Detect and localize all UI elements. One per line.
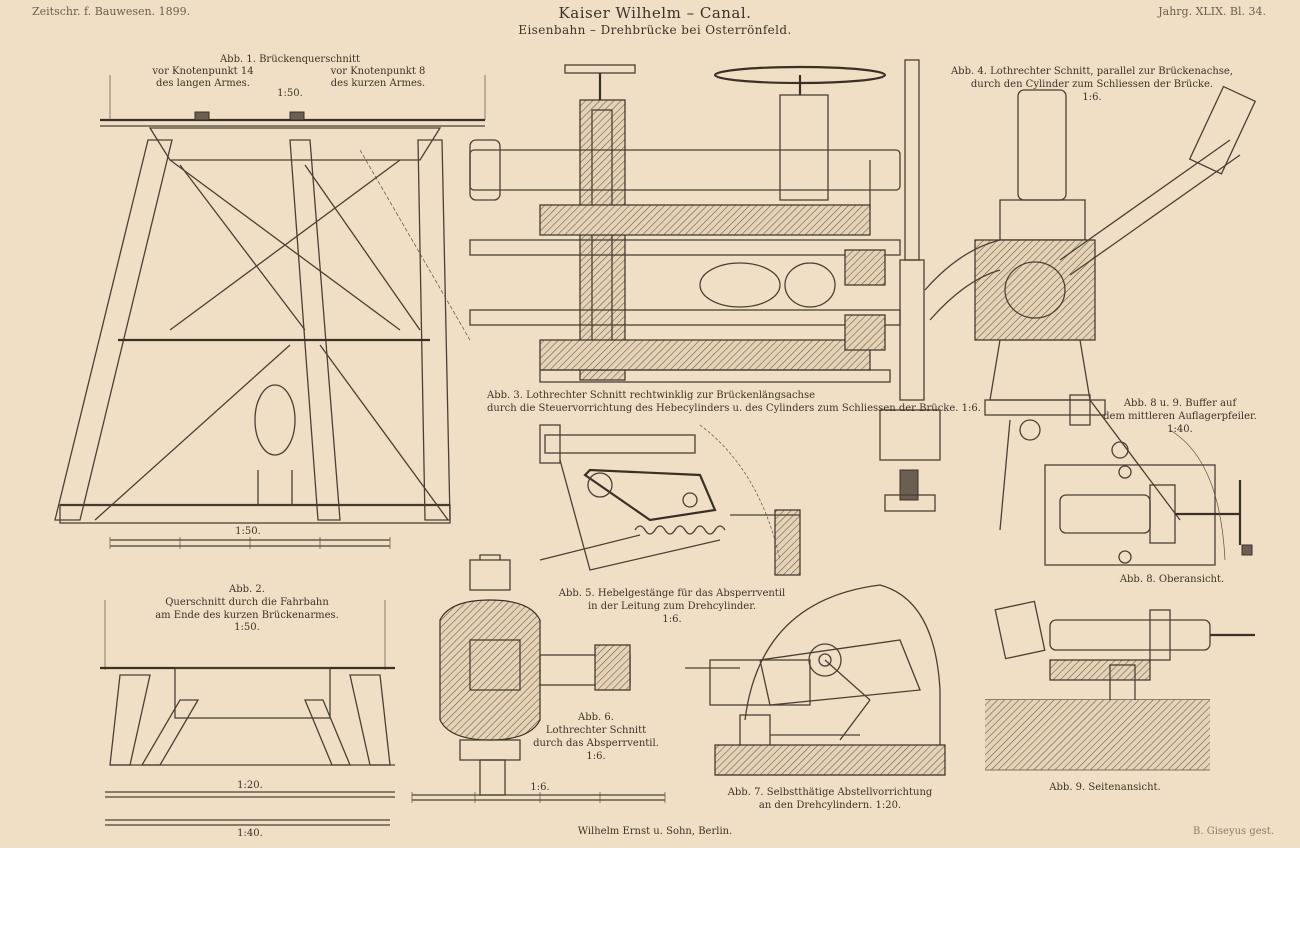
abb3-control-valve-drawing: [469, 59, 941, 512]
abb7-caption-2: an den Drehcylindern. 1:20.: [758, 800, 902, 811]
abb3-caption-2: durch die Steuervorrichtung des Hebecyli…: [487, 403, 981, 414]
abb9-buffer-side-drawing: [985, 600, 1255, 771]
abb4-scale: 1:6.: [1082, 92, 1102, 103]
abb2-scale: 1:50.: [234, 622, 260, 633]
abb1-left-caption-2: des langen Armes.: [156, 78, 250, 89]
sheet-title: Kaiser Wilhelm – Canal.: [558, 4, 752, 22]
abb2-title: Abb. 2.: [229, 584, 265, 595]
abb3-caption-1: Abb. 3. Lothrechter Schnitt rechtwinklig…: [487, 390, 816, 401]
abb7-cutoff-device-drawing: [685, 584, 946, 776]
abb6-caption-3: durch das Absperrventil.: [533, 738, 659, 749]
abb5-caption-2: in der Leitung zum Drehcylinder.: [587, 601, 757, 612]
abb1-scale-bottom: 1:50.: [235, 526, 261, 537]
abb89-caption-1: Abb. 8 u. 9. Buffer auf: [1123, 398, 1237, 409]
abb1-trestle-drawing: [54, 75, 486, 549]
abb4-caption-2: durch den Cylinder zum Schliessen der Br…: [970, 79, 1214, 90]
abb6-shutoff-valve-drawing: [439, 554, 631, 796]
abb7-caption-1: Abb. 7. Selbstthätige Abstellvorrichtung: [727, 787, 933, 798]
publisher-imprint: Wilhelm Ernst u. Sohn, Berlin.: [577, 826, 733, 837]
technical-drawing: [54, 59, 1257, 826]
abb5-caption-1: Abb. 5. Hebelgestänge für das Absperrven…: [558, 588, 786, 599]
abb6-scale: 1:6.: [586, 751, 606, 762]
abb2-roadway-drawing: [100, 600, 395, 826]
abb6-caption-1: Abb. 6.: [578, 712, 614, 723]
stock-footer-bar: [0, 848, 1300, 934]
scale-mid: 1:6.: [530, 782, 550, 793]
abb5-scale: 1:6.: [662, 614, 682, 625]
scale-1-40: 1:40.: [237, 828, 263, 839]
abb5-lever-linkage-drawing: [539, 424, 801, 576]
abb1-scale-top: 1:50.: [277, 88, 303, 99]
abb2-caption-2: am Ende des kurzen Brückenarmes.: [155, 610, 339, 621]
abb1-title: Abb. 1. Brückenquerschnitt: [219, 54, 361, 65]
abb1-right-caption-2: des kurzen Armes.: [330, 78, 426, 89]
abb89-scale: 1:40.: [1167, 424, 1193, 435]
abb8-buffer-plan-drawing: [1044, 429, 1253, 566]
drawing-sheet: Zeitschr. f. Bauwesen. 1899. Jahrg. XLIX…: [0, 0, 1300, 848]
abb9-caption: Abb. 9. Seitenansicht.: [1049, 782, 1161, 793]
abb4-cylinder-drawing: [924, 85, 1257, 531]
scale-bars: [411, 792, 666, 803]
abb1-right-caption-1: vor Knotenpunkt 8: [330, 66, 426, 77]
journal-header: Zeitschr. f. Bauwesen. 1899.: [32, 5, 191, 18]
abb8-caption: Abb. 8. Oberansicht.: [1119, 574, 1225, 585]
abb6-caption-2: Lothrechter Schnitt: [545, 725, 647, 736]
engraver-credit: B. Giseyus gest.: [1193, 826, 1274, 837]
abb89-caption-2: dem mittleren Auflagerpfeiler.: [1103, 411, 1257, 422]
abb4-caption-1: Abb. 4. Lothrechter Schnitt, parallel zu…: [950, 66, 1234, 77]
sheet-number: Jahrg. XLIX. Bl. 34.: [1158, 5, 1266, 18]
abb2-caption-1: Querschnitt durch die Fahrbahn: [165, 597, 329, 608]
sheet-subtitle: Eisenbahn – Drehbrücke bei Osterrönfeld.: [518, 23, 792, 37]
scale-1-20: 1:20.: [237, 780, 263, 791]
abb1-left-caption-1: vor Knotenpunkt 14: [152, 66, 254, 77]
